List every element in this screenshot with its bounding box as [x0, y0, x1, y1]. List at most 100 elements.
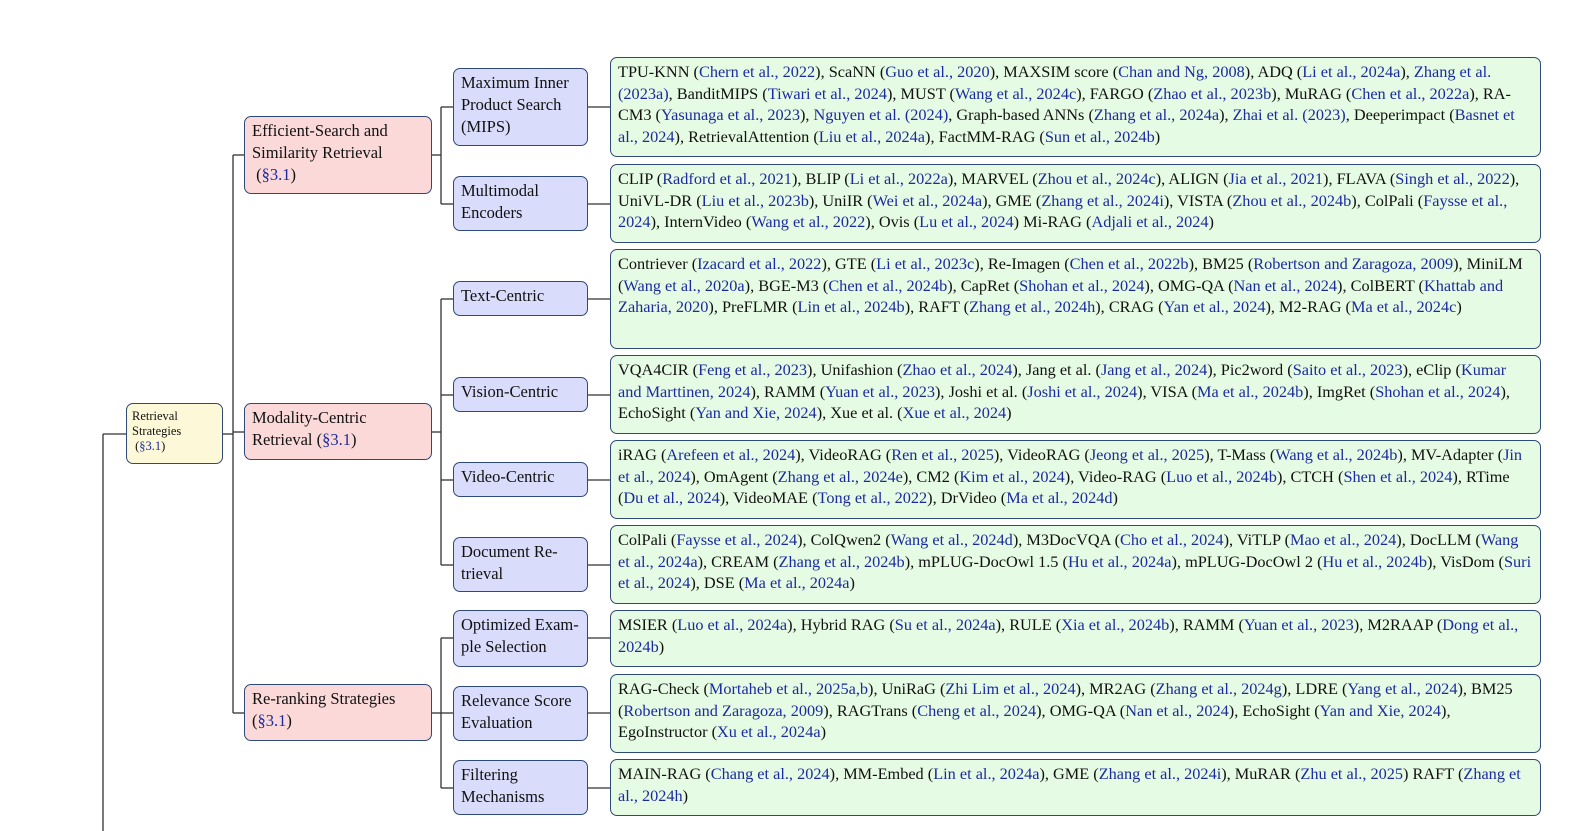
citation-link[interactable]: Nguyen et al. (2024) — [813, 105, 949, 125]
citation-link[interactable]: Ma et al., 2024a — [744, 573, 850, 593]
citation-link[interactable]: Wei et al., 2024a — [872, 190, 983, 210]
citation-link[interactable]: Jang et al., 2024 — [1100, 360, 1208, 379]
citation-link[interactable]: Adjali et al., 2024 — [1091, 212, 1209, 232]
citation-link[interactable]: Zhang et al., 2024i — [1098, 764, 1222, 783]
citation-link[interactable]: Yasunaga et al., 2023 — [660, 105, 800, 125]
citation-link[interactable]: Zhang et al., 2024g — [1155, 679, 1282, 698]
citation-link[interactable]: Zhang et al., 2024h — [618, 764, 1521, 805]
citation-link[interactable]: Basnet et al., 2024 — [618, 105, 1515, 146]
citation-link[interactable]: Yuan et al., 2023 — [1243, 615, 1354, 634]
citation-link[interactable]: Saito et al., 2023 — [1292, 360, 1403, 379]
citation-link[interactable]: Yang et al., 2024 — [1347, 679, 1458, 698]
citation-link[interactable]: Yan and Xie, 2024 — [1319, 700, 1442, 720]
citation-link[interactable]: Zhang et al., 2024a — [1093, 105, 1220, 125]
citation-link[interactable]: Zhang et al., 2024h — [969, 297, 1096, 317]
citation-link[interactable]: Zhi Lim et al., 2024 — [945, 679, 1076, 698]
citation-link[interactable]: Lin et al., 2024b — [797, 297, 905, 317]
citation-link[interactable]: Cho et al., 2024 — [1120, 530, 1224, 549]
paper-name: EchoSight — [1242, 700, 1311, 720]
citation-link[interactable]: Li et al., 2023c — [876, 254, 975, 273]
citation-link[interactable]: Faysse et al., 2024 — [676, 530, 798, 549]
citation-link[interactable]: Zhang et al., 2024e — [777, 466, 903, 486]
citation-link[interactable]: Kumar and Marttinen, 2024 — [618, 360, 1507, 401]
citation-link[interactable]: Feng et al., 2023 — [698, 360, 808, 379]
citation-link[interactable]: Khattab and Zaharia, 2020 — [618, 275, 1504, 317]
citation-link[interactable]: Li et al., 2022a — [849, 169, 948, 188]
citation-link[interactable]: Ma et al., 2024d — [1006, 488, 1113, 508]
citation-link[interactable]: Wang et al., 2024b — [1275, 445, 1398, 464]
citation-link[interactable]: Xu et al., 2024a — [717, 722, 821, 742]
citation-link[interactable]: Wang et al., 2022 — [751, 212, 866, 232]
citation-link[interactable]: Jia et al., 2021 — [1228, 169, 1324, 188]
citation-link[interactable]: Zhou et al., 2024c — [1037, 169, 1156, 188]
citation-link[interactable]: Robertson and Zaragoza, 2009 — [1253, 254, 1454, 273]
citation-link[interactable]: Chen et al., 2022b — [1069, 254, 1189, 273]
citation-link[interactable]: Zhu et al., 2025 — [1300, 764, 1404, 783]
paper-name: FactMM-RAG — [938, 126, 1036, 146]
citation-link[interactable]: Faysse et al., 2024 — [618, 190, 1508, 232]
citation-link[interactable]: Wang et al., 2024d — [890, 530, 1013, 549]
citation-link[interactable]: Guo et al., 2020 — [885, 62, 990, 81]
citation-link[interactable]: Hu et al., 2024b — [1322, 551, 1427, 571]
citation-link[interactable]: Chang et al., 2024 — [710, 764, 830, 783]
citation-link[interactable]: Joshi et al., 2024 — [1027, 381, 1138, 401]
citation-link[interactable]: Singh et al., 2022 — [1395, 169, 1510, 188]
citation-link[interactable]: Xia et al., 2024b — [1061, 615, 1170, 634]
citation-link[interactable]: Wang et al., 2020a — [623, 275, 745, 295]
citation-link[interactable]: Luo et al., 2024b — [1166, 466, 1277, 486]
paper-entry: Contriever (Izacard et al., 2022), — [618, 254, 835, 273]
citation-link[interactable]: Zhou et al., 2024b — [1232, 190, 1352, 210]
citation-link[interactable]: Zhao et al., 2024 — [902, 360, 1013, 379]
paper-entry: Xue et al. (Xue et al., 2024) — [830, 403, 1012, 423]
citation-link[interactable]: Shohan et al., 2024 — [1019, 275, 1145, 295]
citation-link[interactable]: Yuan et al., 2023 — [825, 381, 935, 401]
citation-link[interactable]: Wang et al., 2024a — [618, 530, 1519, 571]
citation-link[interactable]: Mao et al., 2024 — [1290, 530, 1397, 549]
citation-link[interactable]: Lin et al., 2024a — [933, 764, 1040, 783]
citation-link[interactable]: Liu et al., 2023b — [701, 190, 809, 210]
citation-link[interactable]: Zhao et al., 2023b — [1153, 83, 1272, 103]
citation-link[interactable]: Tiwari et al., 2024 — [767, 83, 887, 103]
citation-link[interactable]: Su et al., 2024a — [894, 615, 996, 634]
citation-link[interactable]: Mortaheb et al., 2025a,b — [708, 679, 869, 698]
paper-name: MuRAR — [1234, 764, 1291, 783]
citation-link[interactable]: Radford et al., 2021 — [662, 169, 792, 188]
citation-link[interactable]: Hu et al., 2024a — [1067, 551, 1172, 571]
citation-link[interactable]: Chen et al., 2024b — [828, 275, 948, 295]
citation-link[interactable]: Nan et al., 2024 — [1233, 275, 1338, 295]
citation-link[interactable]: Yan et al., 2024 — [1163, 297, 1266, 317]
citation-link[interactable]: Xue et al., 2024 — [902, 403, 1007, 423]
citation-link[interactable]: Jin et al., 2024 — [618, 445, 1523, 486]
citation-link[interactable]: Kim et al., 2024 — [959, 466, 1065, 486]
citation-link[interactable]: Sun et al., 2024b — [1044, 126, 1155, 146]
citation-link[interactable]: Zhai et al. (2023) — [1232, 105, 1346, 125]
citation-link[interactable]: Ma et al., 2024c — [1350, 297, 1457, 317]
citation-link[interactable]: Shen et al., 2024 — [1343, 466, 1453, 486]
citation-link[interactable]: Tong et al., 2022 — [817, 488, 928, 508]
citation-link[interactable]: Cheng et al., 2024 — [917, 700, 1037, 720]
citation-link[interactable]: Ma et al., 2024b — [1197, 381, 1304, 401]
citation-link[interactable]: Du et al., 2024 — [623, 488, 720, 508]
citation-link[interactable]: Yan and Xie, 2024 — [695, 403, 817, 423]
citation-link[interactable]: Shohan et al., 2024 — [1375, 381, 1501, 401]
citation-link[interactable]: Izacard et al., 2022 — [697, 254, 822, 273]
citation-link[interactable]: Chen et al., 2022a — [1351, 83, 1470, 103]
citation-link[interactable]: Jeong et al., 2025 — [1089, 445, 1205, 464]
citation-link[interactable]: Chern et al., 2022 — [698, 62, 816, 81]
citation-link[interactable]: Nan et al., 2024 — [1125, 700, 1229, 720]
citation-link[interactable]: Ren et al., 2025 — [891, 445, 994, 464]
citation-link[interactable]: Suri et al., 2024 — [618, 551, 1532, 593]
paper-name: ADQ — [1257, 62, 1293, 81]
citation-link[interactable]: Chan and Ng, 2008 — [1118, 62, 1245, 81]
citation-link[interactable]: Wang et al., 2024c — [954, 83, 1077, 103]
citation-link[interactable]: Zhang et al. (2023a) — [618, 62, 1492, 103]
citation-link[interactable]: Liu et al., 2024a — [818, 126, 926, 146]
citation-link[interactable]: Zhang et al., 2024b — [778, 551, 905, 571]
citation-link[interactable]: Robertson and Zaragoza, 2009 — [623, 700, 824, 720]
citation-link[interactable]: Zhang et al., 2024i — [1041, 190, 1164, 210]
citation-link[interactable]: Li et al., 2024a — [1302, 62, 1401, 81]
citation-link[interactable]: Arefeen et al., 2024 — [666, 445, 796, 464]
citation-link[interactable]: Luo et al., 2024a — [677, 615, 788, 634]
citation-link[interactable]: Dong et al., 2024b — [618, 615, 1519, 656]
citation-link[interactable]: Lu et al., 2024 — [919, 212, 1014, 232]
